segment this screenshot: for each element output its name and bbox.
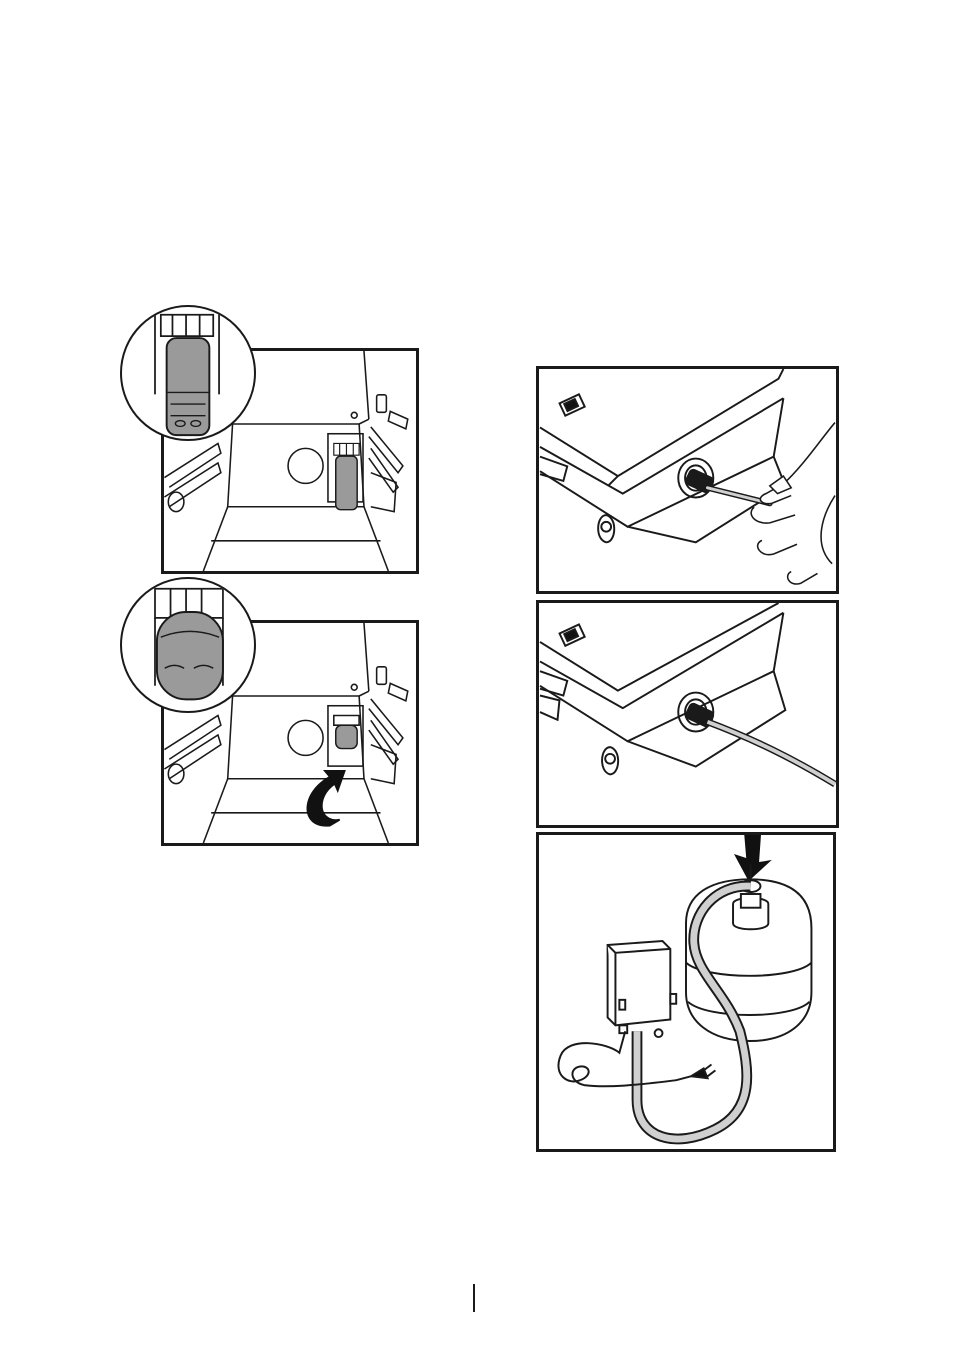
water-filter-icon xyxy=(336,725,357,748)
figure-hose-insert xyxy=(536,366,839,594)
water-filter-icon xyxy=(157,612,223,699)
zoom-detail-icon xyxy=(122,579,254,711)
hand-icon xyxy=(751,423,835,584)
zoom-detail-filter-insert xyxy=(120,305,256,441)
water-pump-icon xyxy=(539,369,836,591)
down-arrow-icon xyxy=(735,835,770,880)
water-pump-icon xyxy=(608,941,677,1037)
figure-hose-connected xyxy=(536,600,839,828)
zoom-detail-filter-rotate xyxy=(120,577,256,713)
page-marker xyxy=(473,1284,475,1312)
water-filter-icon xyxy=(336,456,357,510)
water-filter-icon xyxy=(167,338,210,435)
water-pump-icon xyxy=(539,603,836,825)
figure-pump-bottle xyxy=(536,832,836,1152)
zoom-detail-icon xyxy=(122,307,254,439)
